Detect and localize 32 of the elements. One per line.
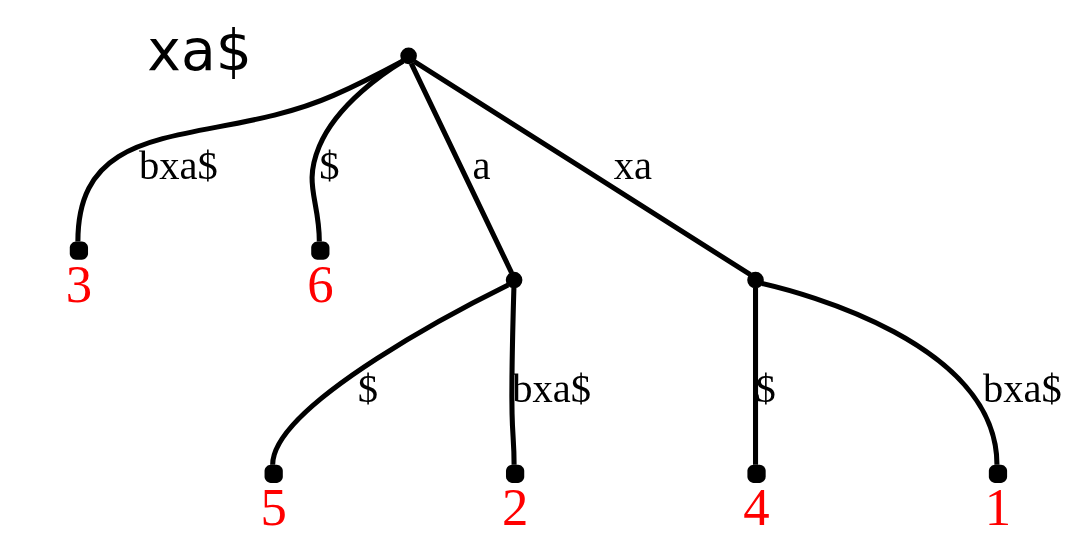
connector	[309, 58, 405, 242]
node-label: 5	[260, 478, 287, 537]
node-circle	[505, 271, 523, 289]
node-circle	[69, 241, 89, 260]
edge-label: xa	[613, 142, 652, 188]
edge-label: $	[319, 142, 340, 188]
edge-label: $	[755, 365, 776, 411]
connector	[761, 281, 1000, 465]
node-label: 1	[984, 478, 1012, 537]
connector	[412, 59, 752, 277]
connector	[753, 287, 759, 465]
edge-label: a	[472, 142, 491, 188]
edge-label: bxa$	[982, 365, 1062, 411]
node-circle	[988, 464, 1008, 483]
node-circle	[747, 271, 764, 289]
edge-label: bxa$	[512, 365, 592, 411]
node-circle	[747, 464, 766, 483]
connector	[270, 282, 510, 466]
node-label: 4	[743, 478, 770, 537]
connector	[509, 287, 517, 465]
node-circle	[400, 47, 417, 65]
node-circle	[264, 464, 283, 483]
node-label: 2	[501, 478, 529, 537]
node-label: 6	[307, 254, 334, 313]
connector	[75, 58, 404, 242]
node-circle	[311, 241, 330, 260]
edge-label: $	[357, 365, 379, 411]
connector	[408, 62, 514, 274]
label: xa$	[147, 16, 252, 83]
node-circle	[506, 464, 525, 483]
edge-label: bxa$	[138, 142, 218, 188]
node-label: 3	[65, 254, 93, 313]
